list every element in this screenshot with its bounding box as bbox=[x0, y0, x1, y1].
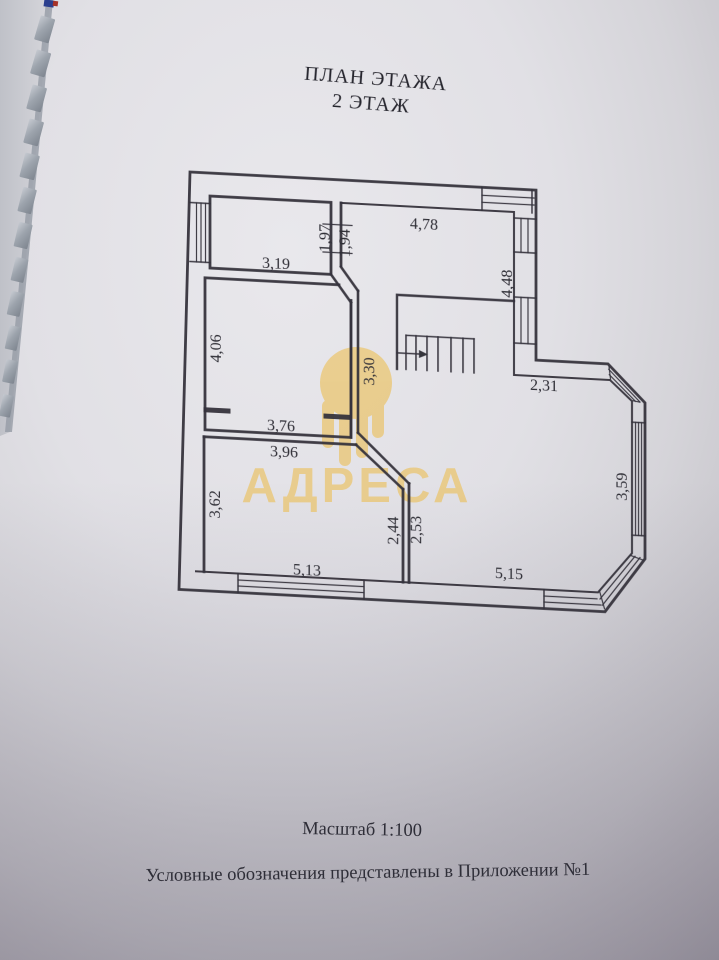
diagonal-corridor-walls bbox=[329, 265, 411, 492]
window-ne-chamfer bbox=[607, 365, 641, 403]
room-topleft-walls bbox=[208, 194, 333, 276]
dim-label-3-96: 3,96 bbox=[270, 443, 298, 461]
window-right-1 bbox=[513, 217, 537, 254]
dim-label-3-30: 3,30 bbox=[361, 357, 378, 386]
windows bbox=[189, 186, 646, 610]
binder-edge bbox=[0, 0, 59, 436]
dim-label-3-62: 3,62 bbox=[207, 490, 224, 519]
dim-label-4-06: 4,06 bbox=[208, 334, 225, 363]
room-bottomleft-walls bbox=[202, 435, 405, 584]
dim-label-2-31: 2,31 bbox=[530, 377, 558, 395]
footer: Масштаб 1:100 Условные обозначения предс… bbox=[146, 819, 591, 886]
scale-label: Масштаб 1:100 bbox=[302, 819, 422, 841]
window-359 bbox=[631, 421, 646, 537]
window-se-chamfer bbox=[598, 554, 645, 610]
watermark: АДРЕСА bbox=[241, 347, 472, 513]
staircase bbox=[395, 293, 516, 374]
dim-label-2-44: 2,44 bbox=[385, 516, 402, 545]
stairs-direction-arrow bbox=[396, 350, 428, 359]
inner-wall-lines bbox=[195, 201, 633, 594]
watermark-text: АДРЕСА bbox=[241, 459, 472, 513]
dim-ticks bbox=[322, 223, 353, 255]
binder-tabs bbox=[0, 15, 56, 418]
window-top bbox=[481, 186, 535, 214]
window-513 bbox=[237, 572, 365, 600]
dim-label-5-13: 5,13 bbox=[293, 561, 321, 579]
dim-label-4-48: 4,48 bbox=[499, 269, 516, 298]
dimension-labels: 3,19 1,97 1,94 4,78 4,48 4,06 3,30 3,76 … bbox=[207, 216, 631, 584]
dim-label-3-59: 3,59 bbox=[614, 472, 631, 501]
floor-plan: 3,19 1,97 1,94 4,78 4,48 4,06 3,30 3,76 … bbox=[177, 170, 647, 614]
dim-label-3-76: 3,76 bbox=[267, 417, 295, 435]
window-left bbox=[189, 201, 211, 264]
window-515 bbox=[543, 588, 602, 610]
pen-mark bbox=[43, 0, 59, 8]
dim-label-1-97: 1,97 bbox=[317, 224, 334, 253]
dim-label-2-53: 2,53 bbox=[408, 515, 425, 544]
dim-label-3-19: 3,19 bbox=[262, 255, 290, 273]
dim-label-4-78: 4,78 bbox=[410, 216, 438, 234]
dim-label-1-94: 1,94 bbox=[337, 229, 354, 258]
dim-label-5-15: 5,15 bbox=[495, 565, 523, 583]
window-right-2 bbox=[513, 296, 537, 345]
outer-wall-line bbox=[177, 170, 647, 614]
